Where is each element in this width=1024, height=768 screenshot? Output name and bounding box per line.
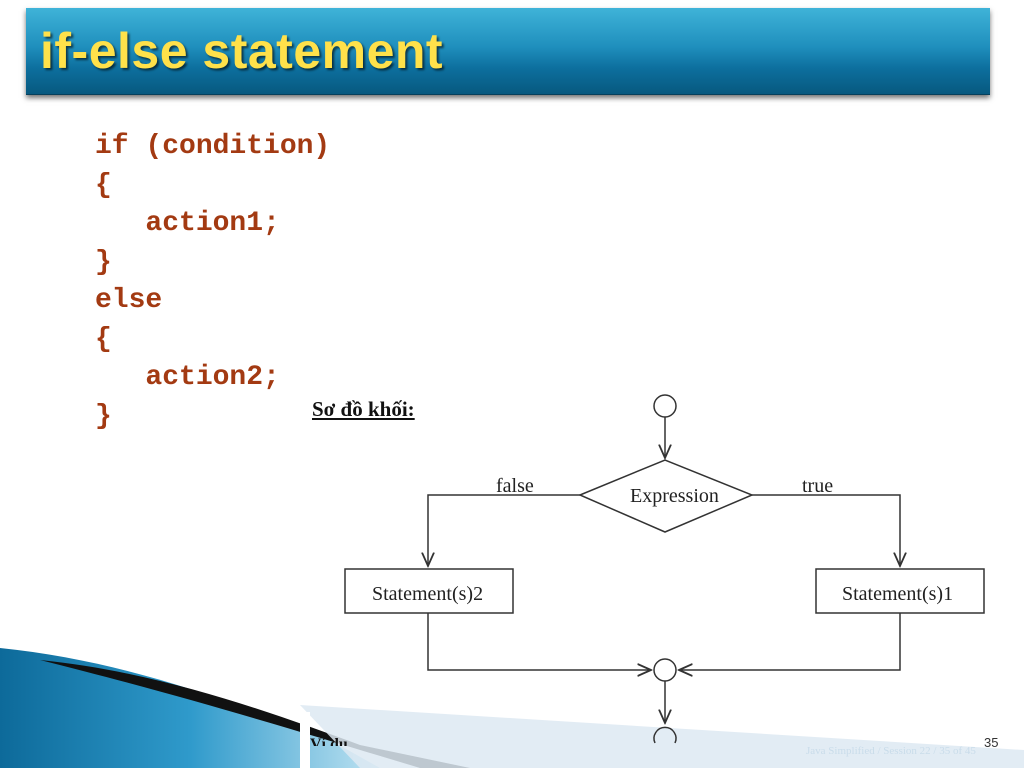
code-line: { (95, 169, 112, 201)
true-label: true (802, 475, 833, 497)
code-line: action2; (95, 362, 280, 393)
diagram-caption: Sơ đồ khối: (312, 397, 415, 421)
code-line: action1; (95, 208, 280, 239)
page-number: 35 (984, 735, 999, 750)
left-box-label: Statement(s)2 (372, 583, 483, 605)
merge-node (653, 658, 677, 682)
right-merge-line (679, 613, 901, 670)
title-bar: if-else statement (26, 8, 990, 95)
code-line: } (95, 246, 112, 278)
left-merge-line (427, 613, 651, 670)
code-line: { (95, 323, 112, 355)
end-node (653, 726, 677, 744)
cut-off-text: Ví dụ (310, 736, 348, 746)
false-label: false (496, 475, 534, 497)
code-line: else (95, 285, 163, 316)
code-block: if (condition) { action1; } else { actio… (95, 128, 330, 436)
decision-label: Expression (630, 485, 719, 507)
code-line: if (condition) (95, 131, 331, 162)
left-statement-box (344, 568, 514, 614)
right-box-label: Statement(s)1 (842, 583, 953, 605)
start-node (653, 394, 677, 418)
code-line: } (95, 400, 112, 432)
footer-text: Java Simplified / Session 22 / 35 of 45 (806, 745, 976, 757)
true-branch-line (752, 494, 900, 566)
slide-title: if-else statement (40, 23, 444, 79)
false-branch-line (428, 494, 580, 566)
